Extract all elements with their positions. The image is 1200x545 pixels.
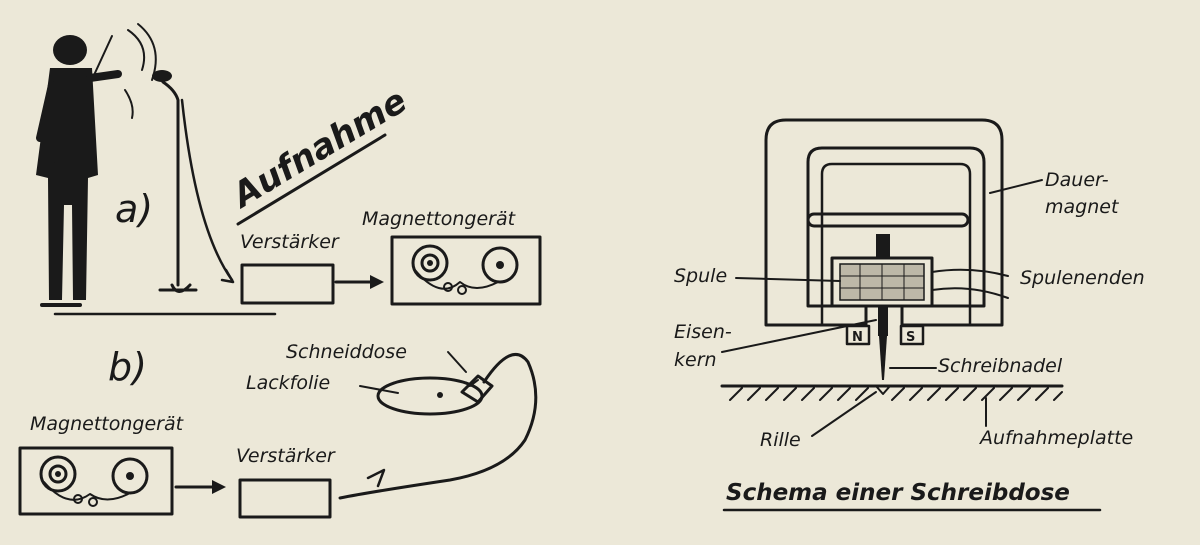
part-b-marker: b) [108,345,147,389]
core-label-line2: kern [674,349,717,371]
amplifier-b-label: Verstärker [236,445,336,467]
coil-pointer [735,277,841,282]
permanent-magnet-outer [764,118,1004,327]
recorder-b-label: Magnettongerät [30,413,185,435]
recording-title-underline [236,133,387,226]
cutting-head-icon [460,374,494,404]
cutter-cable [338,352,538,500]
arrow-b [174,480,226,494]
stylus-label: Schreibnadel [938,355,1063,377]
magnet-pointer [989,179,1043,194]
violinist-figure [36,35,122,307]
coil-end-wires [931,268,1009,299]
amplifier-a-box [240,263,335,305]
recording-plate [720,384,1064,401]
amplifier-b-box [238,478,332,519]
armature-rod [876,234,890,258]
tape-recorder-b-box [18,446,174,516]
stylus-needle [879,336,887,380]
coil-spule [830,256,934,308]
recording-title: Aufnahme [223,81,413,217]
disc-spindle [437,392,443,398]
disc-pointer [359,385,399,394]
magnet-label-line2: magnet [1045,196,1120,218]
amplifier-a-label: Verstärker [240,231,340,253]
plate-label: Aufnahmeplatte [978,427,1133,449]
magnet-label-line1: Dauer- [1045,169,1109,191]
arrow-a [334,275,384,289]
recorder-a-label: Magnettongerät [362,208,517,230]
pole-n-label: N [852,330,863,345]
coil-label: Spule [674,265,727,287]
microphone-stand [152,70,198,293]
cutter-pointer [447,351,467,373]
groove-pointer [811,391,877,437]
schematic-title: Schema einer Schreibdose [726,480,1070,506]
mic-cable [180,98,235,284]
core-pointer [721,319,877,353]
cutter-cable-arrow [366,468,386,488]
tape-reel-icon-a [411,244,519,295]
part-a-marker: a) [115,187,153,231]
disc-label: Lackfolie [246,372,330,394]
pole-s-label: S [906,330,915,345]
tape-recorder-a-box [390,235,542,306]
groove-label: Rille [760,429,801,451]
cutter-label: Schneiddose [286,341,407,363]
pole-s-box [899,324,925,346]
coil-ends-label: Spulenenden [1020,267,1145,289]
pole-n-box [845,324,871,346]
tape-reel-icon-b [39,455,149,507]
armature-spring [806,212,970,228]
violin-bow [53,35,113,163]
core-label-line1: Eisen- [674,321,732,343]
iron-core [878,306,888,336]
sound-waves [124,23,157,119]
permanent-magnet-inner [820,162,972,327]
